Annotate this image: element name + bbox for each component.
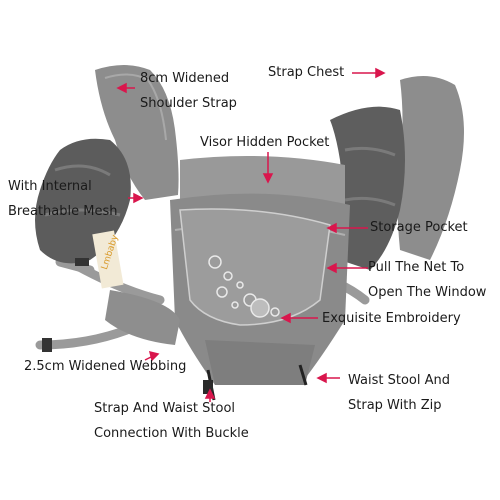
callout-strap-chest: Strap Chest (268, 65, 345, 80)
callout-webbing: 2.5cm Widened Webbing (24, 359, 187, 374)
embroidery-circles (208, 255, 280, 318)
callout-internal-mesh: With Internal Breathable Mesh (8, 179, 118, 219)
buckle (203, 380, 213, 394)
side-buckle-left (75, 258, 89, 266)
callout-visor-pocket: Visor Hidden Pocket (200, 135, 330, 150)
brand-tag (92, 230, 124, 289)
callout-buckle: Strap And Waist Stool Connection With Bu… (94, 401, 249, 441)
waist-stool (205, 340, 315, 385)
callout-waist-stool: Waist Stool And Strap With Zip (348, 373, 450, 413)
callout-shoulder-strap: 8cm Widened Shoulder Strap (140, 71, 237, 111)
waist-belt (105, 290, 180, 345)
side-buckle-left-2 (42, 338, 52, 352)
right-shoulder-strap (330, 76, 464, 271)
callout-embroidery: Exquisite Embroidery (322, 311, 461, 326)
callout-arrows (116, 67, 386, 402)
callout-storage-pocket: Storage Pocket (370, 220, 468, 235)
callout-pull-net: Pull The Net To Open The Window (368, 260, 487, 300)
storage-pocket (179, 208, 331, 326)
